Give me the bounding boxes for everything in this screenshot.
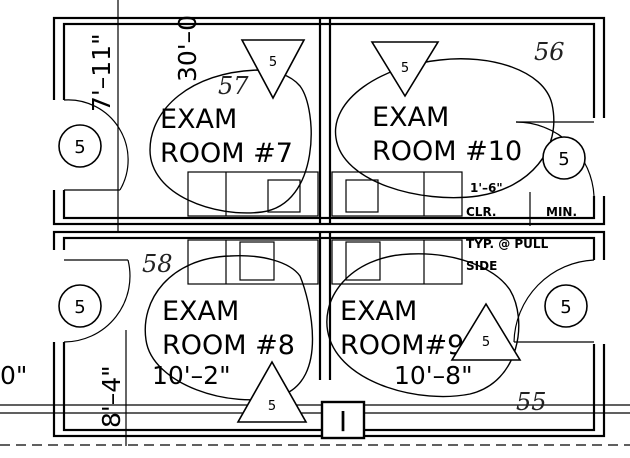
handwritten-room-7: 57 bbox=[218, 72, 249, 100]
clearance-value: 1'–6" bbox=[470, 181, 503, 195]
room-7-line1: EXAM bbox=[160, 104, 237, 135]
room-10-line2: ROOM #10 bbox=[372, 136, 522, 167]
room-9-dimension: 10'–8" bbox=[394, 361, 473, 390]
door-tag-right-upper: 5 bbox=[542, 136, 586, 180]
dimension-lines bbox=[117, 0, 605, 446]
dimension-lower-left: 8'–4" bbox=[97, 365, 126, 428]
dimension-upper-left: 7'–11" bbox=[87, 33, 116, 112]
finish-tag-label: 5 bbox=[401, 61, 409, 76]
room-10-line1: EXAM bbox=[372, 102, 449, 133]
door-tag-left-upper: 5 bbox=[58, 124, 102, 168]
door-tag-left-lower: 5 bbox=[58, 284, 102, 328]
doors bbox=[50, 99, 610, 344]
door-tag-label: 5 bbox=[74, 137, 85, 158]
clearance-clr: CLR. bbox=[466, 205, 496, 219]
room-8-line2: ROOM #8 bbox=[162, 330, 295, 361]
finish-tag-room-9: 5 bbox=[450, 302, 522, 361]
finish-tag-label: 5 bbox=[268, 399, 276, 414]
clearance-note: 1'–6" CLR. MIN. TYP. @ PULL SIDE bbox=[466, 181, 577, 273]
finish-tag-room-10: 5 bbox=[370, 41, 440, 98]
door-tag-label: 5 bbox=[558, 149, 569, 170]
finish-tag-label: 5 bbox=[482, 335, 490, 350]
section-marker: I bbox=[320, 400, 366, 440]
handwritten-room-10: 56 bbox=[534, 38, 565, 66]
clearance-note-line2: SIDE bbox=[466, 259, 497, 273]
handwritten-room-9: 55 bbox=[516, 388, 547, 416]
finish-tag-room-7: 5 bbox=[240, 39, 306, 100]
finish-tag-label: 5 bbox=[269, 55, 277, 70]
clearance-min: MIN. bbox=[546, 205, 577, 219]
dimension-top-rotated: 30'–0 bbox=[173, 15, 202, 82]
door-tag-label: 5 bbox=[560, 297, 571, 318]
room-8-line1: EXAM bbox=[162, 296, 239, 327]
dimension-edge-partial: 0" bbox=[0, 361, 27, 390]
casework bbox=[187, 171, 463, 285]
door-tag-label: 5 bbox=[74, 297, 85, 318]
section-marker-label: I bbox=[339, 405, 347, 438]
room-9-line1: EXAM bbox=[340, 296, 417, 327]
room-8-dimension: 10'–2" bbox=[152, 361, 231, 390]
door-tag-right-lower: 5 bbox=[544, 284, 588, 328]
clearance-note-line1: TYP. @ PULL bbox=[466, 237, 549, 251]
finish-tag-room-8: 5 bbox=[236, 360, 308, 423]
handwritten-outlines bbox=[144, 58, 555, 401]
room-9-line2: ROOM#9 bbox=[340, 330, 464, 361]
handwritten-room-8: 58 bbox=[142, 250, 173, 278]
room-7-line2: ROOM #7 bbox=[160, 138, 293, 169]
